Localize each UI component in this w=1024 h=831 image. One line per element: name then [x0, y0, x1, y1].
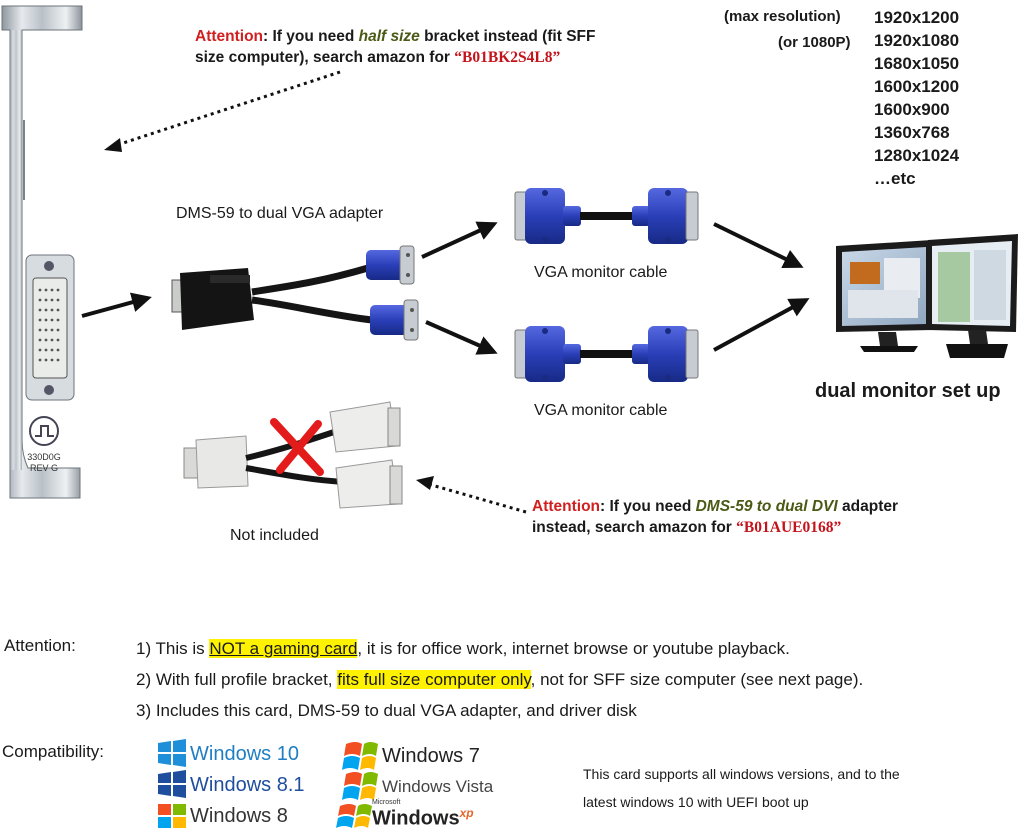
not-included-label: Not included: [230, 527, 319, 544]
support-text-line: latest windows 10 with UEFI boot up: [583, 794, 809, 810]
pci-bracket-image: [1, 5, 83, 499]
note-text: size computer), search amazon for: [195, 49, 455, 66]
resolution-list: 1920x1200 1920x1080 1680x1050 1600x1200 …: [874, 6, 959, 190]
resolution-item: 1680x1050: [874, 54, 960, 73]
dms59-adapter-image: [171, 245, 419, 341]
max-resolution-label: (max resolution): [724, 8, 841, 25]
half-size-bracket-note: Attention: If you need half size bracket…: [195, 26, 655, 68]
arrow-cable2-to-monitor: [713, 298, 810, 352]
arrow-to-cable-2: [425, 320, 498, 355]
windows-vista-label: Windows Vista: [382, 777, 494, 796]
attention-item-2: 2) With full profile bracket, fits full …: [136, 664, 1016, 695]
resolution-item: 1360x768: [874, 123, 950, 142]
note-emphasis: DMS-59 to dual DVI: [695, 498, 838, 515]
windows-xp-logo-icon: [336, 804, 372, 828]
windows-7-label: Windows 7: [382, 745, 480, 767]
bracket-label: 330D0G REV G: [20, 452, 68, 474]
bracket-label-line: 330D0G: [27, 452, 61, 462]
attention-item-3: 3) Includes this card, DMS-59 to dual VG…: [136, 701, 637, 720]
windows-vista-logo-icon: [342, 772, 378, 800]
note-emphasis: half size: [358, 28, 420, 45]
resolution-item: …etc: [874, 169, 916, 188]
attention-highlight: NOT a gaming card: [209, 639, 358, 658]
cable-label-1: VGA monitor cable: [534, 264, 668, 281]
amazon-code-bracket: “B01BK2S4L8”: [454, 49, 561, 66]
attention-highlight: fits full size computer only: [337, 670, 531, 689]
windows-8-logo-icon: [158, 804, 186, 828]
attention-item-1: 1) This is NOT a gaming card, it is for …: [136, 633, 1016, 664]
note-text: adapter: [837, 498, 899, 515]
attention-text: 2) With full profile bracket,: [136, 670, 338, 689]
adapter-label: DMS-59 to dual VGA adapter: [176, 205, 384, 222]
windows-7-logo-icon: [342, 742, 378, 770]
arrow-to-cable-1: [421, 221, 498, 259]
dual-monitor-label: dual monitor set up: [815, 380, 1001, 402]
windows-xp-super: xp: [459, 806, 474, 820]
bracket-label-line: REV G: [29, 463, 58, 473]
vga-cable-image-2: [514, 326, 699, 382]
not-included-cross-icon: [270, 418, 324, 476]
attention-text: , not for SFF size computer (see next pa…: [530, 670, 864, 689]
windows-xp-word: Windows: [372, 807, 460, 830]
dvi-adapter-note: Attention: If you need DMS-59 to dual DV…: [532, 496, 992, 538]
attention-list: 1) This is NOT a gaming card, it is for …: [136, 633, 1016, 726]
resolution-item: 1600x900: [874, 100, 950, 119]
note-text: : If you need: [600, 498, 696, 515]
attention-text: 1) This is: [136, 639, 210, 658]
resolution-item: 1280x1024: [874, 146, 960, 165]
vga-cable-image-1: [514, 188, 699, 244]
alt-resolution-label: (or 1080P): [778, 34, 851, 51]
dotted-arrow-to-bracket: [104, 70, 341, 152]
attention-word: Attention: [532, 498, 601, 515]
dual-monitor-image: [836, 234, 1018, 358]
attention-word: Attention: [195, 28, 264, 45]
resolution-item: 1600x1200: [874, 77, 960, 96]
note-text: : If you need: [263, 28, 359, 45]
arrow-to-adapter: [81, 292, 152, 318]
windows-xp-microsoft-label: Microsoft: [372, 799, 401, 806]
note-text: instead, search amazon for: [532, 519, 737, 536]
dvi-adapter-image: [183, 401, 403, 509]
attention-text: , it is for office work, internet browse…: [357, 639, 790, 658]
support-text-line: This card supports all windows versions,…: [583, 766, 900, 782]
arrow-cable1-to-monitor: [713, 222, 804, 268]
note-text: bracket instead (fit SFF: [419, 28, 596, 45]
cable-label-2: VGA monitor cable: [534, 402, 668, 419]
compatibility-label: Compatibility:: [2, 742, 105, 761]
windows-81-label: Windows 8.1: [190, 774, 305, 796]
windows-8-label: Windows 8: [190, 805, 288, 827]
resolution-item: 1920x1200: [874, 8, 960, 27]
windows-xp-label: Windowsxp: [372, 806, 474, 831]
windows-81-logo-icon: [158, 770, 186, 798]
windows-10-logo-icon: [158, 739, 186, 767]
dotted-arrow-to-dvi-adapter: [416, 476, 527, 514]
amazon-code-dvi: “B01AUE0168”: [736, 519, 842, 536]
attention-label: Attention:: [4, 636, 76, 655]
resolution-item: 1920x1080: [874, 31, 960, 50]
windows-10-label: Windows 10: [190, 743, 299, 765]
support-text: This card supports all windows versions,…: [583, 760, 900, 816]
